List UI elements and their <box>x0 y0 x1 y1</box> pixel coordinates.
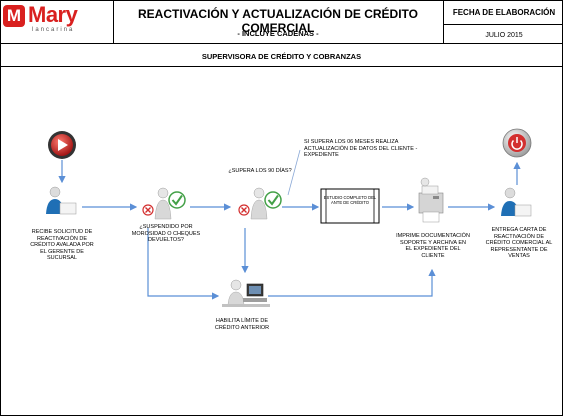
area-title: SUPERVISORA DE CRÉDITO Y COBRANZAS <box>201 52 362 61</box>
decision-suspended-label: ¿SUSPENDIDO POR MOROSIDAD O CHEQUES DEVU… <box>131 224 201 244</box>
logo-tagline: lancarina <box>32 27 75 33</box>
over90-note-label: SI SUPERA LOS 06 MESES REALIZA ACTUALIZA… <box>304 139 418 159</box>
logo-mark: M <box>3 5 25 27</box>
printer-icon <box>418 177 444 223</box>
arrow-suspended-to-enable <box>147 228 220 300</box>
person-icon <box>154 187 172 220</box>
play-icon <box>48 131 76 159</box>
computer-icon <box>222 279 270 307</box>
decision-over90-label: ¿SUPERA LOS 90 DÍAS? <box>228 168 292 174</box>
header-divider-date <box>443 1 444 43</box>
header-divider-date-row <box>443 24 562 25</box>
connectors <box>58 149 521 300</box>
note-pointer <box>287 149 301 196</box>
cross-icon <box>238 204 250 216</box>
header-bottom-line <box>1 43 562 44</box>
step-print-label: IMPRIME DOCUMENTACIÓN SOPORTE Y ARCHIVA … <box>396 233 470 259</box>
header-divider-logo <box>113 1 114 43</box>
check-icon <box>264 191 282 209</box>
page-subtitle: - INCLUYE CADENAS - <box>237 29 319 38</box>
power-icon <box>502 128 532 158</box>
person-icon <box>501 187 532 217</box>
page-title: REACTIVACIÓN Y ACTUALIZACIÓN DE CRÉDITO … <box>137 7 418 35</box>
logo-name: Mary <box>28 2 78 27</box>
person-icon <box>46 186 77 215</box>
study-process-box <box>320 188 380 224</box>
cross-icon <box>142 204 154 216</box>
step-enable-label: HABILITA LÍMITE DE CRÉDITO ANTERIOR <box>214 318 270 331</box>
arrow-enable-to-print <box>268 268 436 297</box>
date-heading: FECHA DE ELABORACIÓN <box>452 8 556 17</box>
date-value: JULIO 2015 <box>485 32 523 39</box>
area-title-bottom-line <box>1 66 562 67</box>
study-box-label: ESTUDIO COMPLETO DEL ANTE DE CRÉDITO <box>323 195 377 205</box>
check-icon <box>168 191 186 209</box>
person-icon <box>250 187 268 220</box>
step-deliver-label: ENTREGA CARTA DE REACTIVACIÓN DE CRÉDITO… <box>485 227 553 260</box>
step-receive-label: RECIBE SOLICITUD DE REACTIVACIÓN DE CRÉD… <box>30 229 94 262</box>
